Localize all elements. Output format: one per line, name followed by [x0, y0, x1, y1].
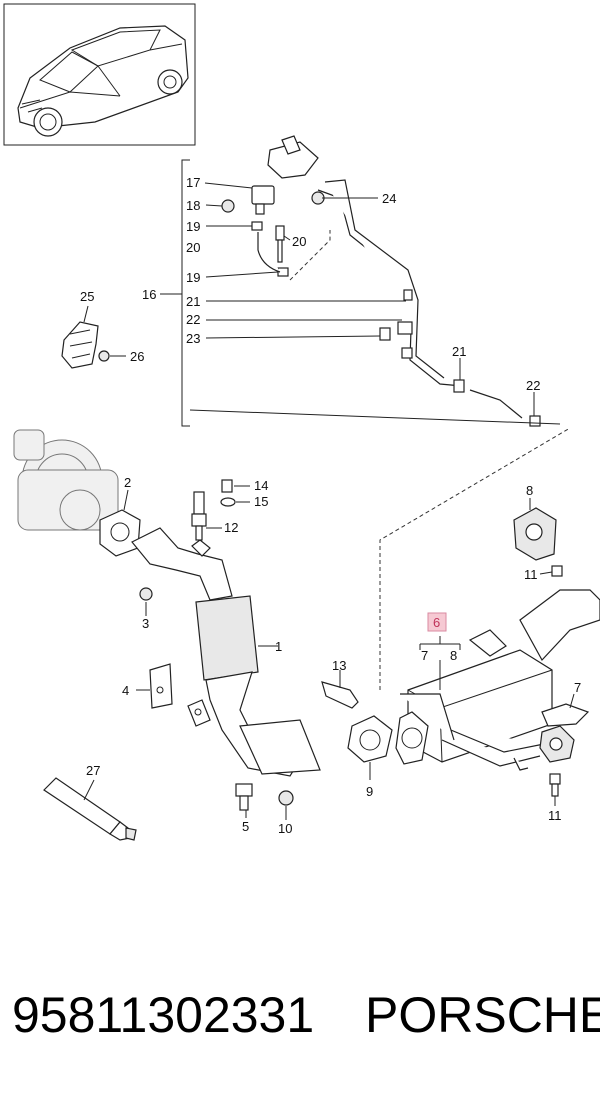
callout-16[interactable]: 16 [142, 287, 156, 302]
bolt-14-washer-15 [220, 479, 250, 507]
hanger-8 [513, 498, 557, 561]
callout-24[interactable]: 24 [382, 191, 396, 206]
callout-17[interactable]: 17 [186, 175, 200, 190]
callout-20-left[interactable]: 20 [186, 240, 200, 255]
callout-6[interactable]: 6 [433, 615, 440, 630]
callout-26[interactable]: 26 [130, 349, 144, 364]
callout-4[interactable]: 4 [122, 683, 129, 698]
callout-labels: 1 2 3 4 5 6 7 8 7 8 9 10 11 11 12 13 14 … [80, 175, 581, 836]
part-number: 95811302331 [12, 987, 315, 1043]
callout-12[interactable]: 12 [224, 520, 238, 535]
callout-21-left[interactable]: 21 [186, 294, 200, 309]
hanger-7 [539, 693, 590, 763]
brand-name: PORSCHE [365, 987, 600, 1043]
nut-3 [139, 587, 153, 616]
gasket-9 [347, 715, 393, 780]
oxygen-sensor-12 [191, 491, 222, 541]
clip-assembly [61, 305, 126, 369]
bolt-11-upper [539, 565, 563, 577]
callout-9[interactable]: 9 [366, 784, 373, 799]
callout-18[interactable]: 18 [186, 198, 200, 213]
bolt-5 [235, 783, 253, 818]
callout-7[interactable]: 7 [574, 680, 581, 695]
callout-8-subpart[interactable]: 8 [450, 648, 457, 663]
callout-13[interactable]: 13 [332, 658, 346, 673]
callout-3[interactable]: 3 [142, 616, 149, 631]
callout-2[interactable]: 2 [124, 475, 131, 490]
callout-25[interactable]: 25 [80, 289, 94, 304]
callout-27[interactable]: 27 [86, 763, 100, 778]
callout-15[interactable]: 15 [254, 494, 268, 509]
callout-19-lower[interactable]: 19 [186, 270, 200, 285]
callout-14[interactable]: 14 [254, 478, 268, 493]
group-16-bracket [160, 159, 190, 427]
suv-car-icon [17, 25, 189, 137]
callout-20-right[interactable]: 20 [292, 234, 306, 249]
callout-22-right[interactable]: 22 [526, 378, 540, 393]
oxygen-sensor-13 [321, 670, 359, 709]
callout-5[interactable]: 5 [242, 819, 249, 834]
highlight-box-6 [427, 612, 447, 632]
bolt-11-lower [549, 773, 561, 806]
bracket-4 [136, 663, 173, 709]
catalytic-converter-pipe [131, 527, 321, 777]
turbocharger [13, 429, 119, 531]
callout-10[interactable]: 10 [278, 821, 292, 836]
callout-19-upper[interactable]: 19 [186, 219, 200, 234]
callout-21-right[interactable]: 21 [452, 344, 466, 359]
callout-23[interactable]: 23 [186, 331, 200, 346]
callout-22-left[interactable]: 22 [186, 312, 200, 327]
callout-7-subpart[interactable]: 7 [421, 648, 428, 663]
callout-1[interactable]: 1 [275, 639, 282, 654]
callout-8[interactable]: 8 [526, 483, 533, 498]
callout-11-lower[interactable]: 11 [548, 808, 562, 823]
tube-icon [43, 777, 137, 841]
callout-11-upper[interactable]: 11 [524, 567, 538, 582]
nut-10 [278, 790, 294, 820]
muffler-6 [379, 427, 600, 771]
pressure-sensor-assembly [189, 135, 561, 427]
vehicle-thumbnail [3, 3, 196, 146]
